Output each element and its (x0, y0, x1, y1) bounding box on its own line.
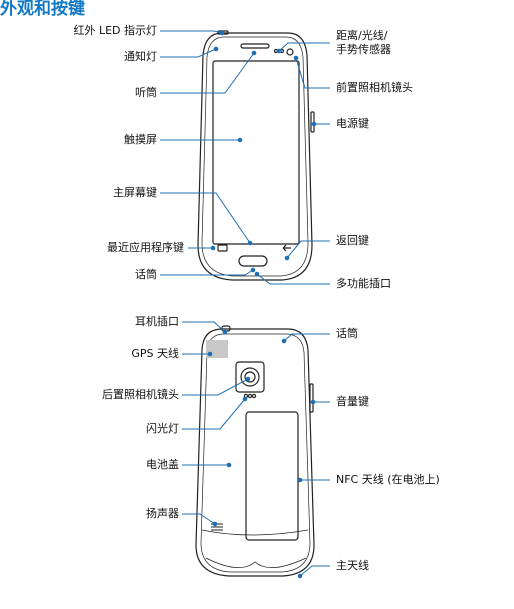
front-screen (212, 60, 300, 245)
label-home-key: 主屏幕键 (113, 186, 157, 199)
label-rear-camera: 后置照相机镜头 (102, 388, 179, 401)
leader-microphone (160, 269, 254, 276)
label-back-key: 返回键 (336, 234, 369, 247)
front-leaders (160, 30, 330, 285)
leader-rear-camera (182, 378, 249, 396)
label-main-antenna: 主天线 (336, 559, 369, 572)
leader-front-camera (295, 57, 330, 89)
leader-headset-jack (182, 321, 226, 333)
leader-flash (182, 398, 246, 430)
label-nfc-antenna: NFC 天线 (在电池上) (336, 473, 440, 486)
leader-ir-led (160, 30, 223, 34)
back-key-icon (282, 244, 291, 252)
leader-main-antenna (299, 565, 330, 577)
leader-multipurpose-jack (256, 273, 330, 285)
label-headset-jack: 耳机插口 (135, 315, 179, 328)
front-camera-icon (286, 48, 294, 56)
leader-microphone-top (283, 333, 330, 342)
label-multipurpose-jack: 多功能插口 (336, 277, 391, 290)
rear-camera-housing (235, 361, 265, 393)
earpiece-slot (240, 43, 270, 49)
flash-led-2 (247, 393, 253, 399)
leader-speaker (182, 513, 216, 525)
label-earpiece: 听筒 (135, 86, 157, 99)
leader-proximity-sensor (278, 42, 330, 52)
volume-key-shape (309, 383, 314, 413)
page-title: 外观和按键 (0, 0, 85, 19)
label-recent-apps-key: 最近应用程序键 (107, 241, 184, 254)
front-phone-body (197, 32, 313, 281)
label-front-camera: 前置照相机镜头 (336, 81, 413, 94)
back-phone-body (195, 328, 315, 577)
bottom-edge-wave (205, 557, 307, 568)
label-microphone-top: 话筒 (336, 327, 358, 340)
label-power-key: 电源键 (336, 117, 369, 130)
nfc-antenna-outline (245, 411, 299, 541)
label-notification-light: 通知灯 (124, 50, 157, 63)
label-flash: 闪光灯 (146, 422, 179, 435)
label-volume-key: 音量键 (336, 395, 369, 408)
leader-notification-light (160, 48, 217, 58)
recent-apps-icon (217, 244, 228, 252)
leader-back-key (286, 240, 330, 259)
back-phone (195, 325, 315, 577)
label-proximity-sensor: 距离/光线/ 手势传感器 (336, 29, 391, 56)
label-gps-antenna: GPS 天线 (131, 347, 179, 360)
leader-earpiece (160, 52, 255, 94)
front-phone (197, 30, 315, 281)
label-touchscreen: 触摸屏 (124, 133, 157, 146)
leader-home-key (160, 192, 251, 244)
label-ir-led: 红外 LED 指示灯 (73, 24, 157, 37)
label-speaker: 扬声器 (146, 507, 179, 520)
label-back-cover: 电池盖 (146, 458, 179, 471)
back-leaders (182, 321, 330, 579)
main-antenna-line (201, 529, 309, 536)
rear-camera-ring (240, 367, 260, 387)
home-key-shape (238, 255, 268, 267)
rear-camera-lens-icon (244, 371, 256, 383)
front-phone-inner-rim (201, 36, 309, 277)
flash-led-3 (251, 393, 257, 399)
label-microphone: 话筒 (135, 268, 157, 281)
